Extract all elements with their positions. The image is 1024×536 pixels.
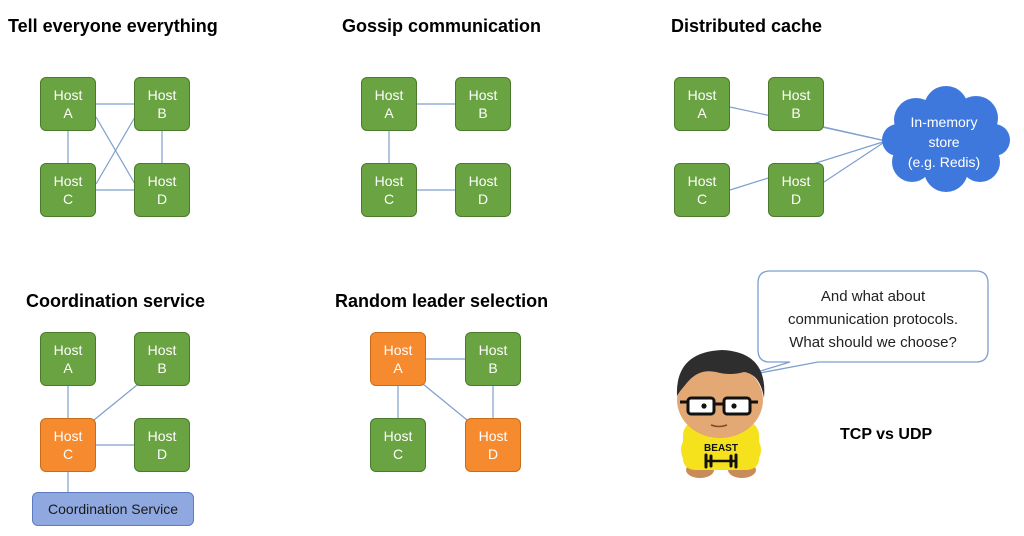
cloud-line: store (928, 134, 960, 150)
host-letter: A (63, 360, 73, 376)
title-coordination-service: Coordination service (26, 291, 206, 311)
host-letter: C (62, 446, 74, 462)
bubble-line: And what about (820, 288, 926, 305)
cartoon-character: BEAST (676, 350, 765, 478)
title-random-leader: Random leader selection (335, 291, 549, 311)
coordination-service-box: Coordination Service (32, 492, 194, 526)
shirt-label: BEAST (704, 443, 738, 454)
host-word: Host (374, 173, 404, 189)
host-word: Host (53, 342, 83, 358)
host-letter: B (791, 105, 801, 121)
host-word: Host (781, 87, 811, 103)
title-distributed-cache: Distributed cache (671, 16, 823, 36)
host-word: Host (383, 342, 413, 358)
tcp-vs-udp-label: TCP vs UDP (840, 426, 933, 443)
host-letter: C (383, 191, 395, 207)
host-word: Host (687, 87, 717, 103)
host-letter: D (156, 191, 168, 207)
host-word: Host (687, 173, 717, 189)
speech-bubble (743, 270, 989, 377)
host-word: Host (53, 173, 83, 189)
host-word: Host (478, 342, 508, 358)
host-letter: C (696, 191, 708, 207)
host-word: Host (468, 87, 498, 103)
bubble-line: What should we choose? (789, 334, 957, 351)
host-letter: A (393, 360, 403, 376)
host-letter: C (392, 446, 404, 462)
host-word: Host (53, 428, 83, 444)
host-word: Host (468, 173, 498, 189)
host-word: Host (383, 428, 413, 444)
dumbbell-icon (704, 453, 738, 469)
host-letter: C (62, 191, 74, 207)
bubble-line: communication protocols. (787, 311, 959, 328)
host-word: Host (374, 87, 404, 103)
connector-lines (67, 103, 887, 492)
line-leader-a-d (422, 383, 468, 421)
host-letter: D (487, 446, 499, 462)
host-word: Host (147, 87, 177, 103)
speech-bubble-text: And what about communication protocols. … (762, 285, 984, 354)
host-word: Host (147, 428, 177, 444)
line-cache-d (823, 140, 887, 183)
host-word: Host (478, 428, 508, 444)
title-tell-everyone: Tell everyone everything (8, 16, 218, 36)
line-cache-b (823, 126, 887, 142)
host-letter: D (790, 191, 802, 207)
host-letter: A (697, 105, 707, 121)
title-gossip: Gossip communication (342, 16, 542, 36)
line-coord-b-c (93, 384, 138, 421)
cloud-shape (882, 86, 1010, 192)
host-letter: A (384, 105, 394, 121)
host-word: Host (781, 173, 811, 189)
host-word: Host (147, 173, 177, 189)
host-letter: B (478, 105, 488, 121)
host-letter: B (157, 105, 167, 121)
host-word: Host (53, 87, 83, 103)
host-letter: A (63, 105, 73, 121)
host-letter: D (156, 446, 168, 462)
host-letter: D (477, 191, 489, 207)
cloud-line: In-memory (910, 114, 978, 130)
line-b-c (95, 116, 136, 185)
cloud-line: (e.g. Redis) (907, 154, 981, 170)
host-word: Host (147, 342, 177, 358)
host-letter: B (488, 360, 498, 376)
host-letter: B (157, 360, 167, 376)
in-memory-store-label: In-memory store (e.g. Redis) (892, 112, 996, 172)
